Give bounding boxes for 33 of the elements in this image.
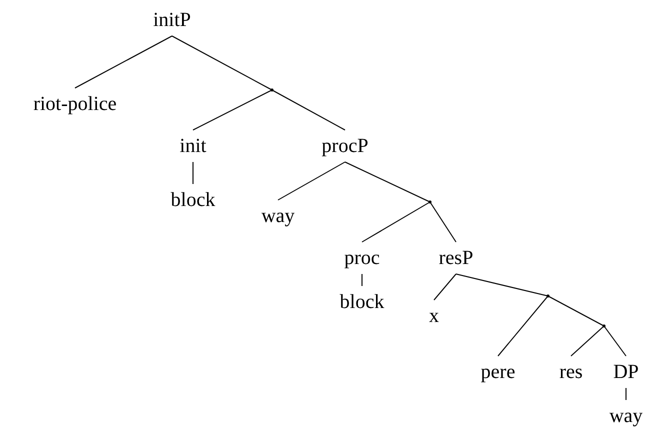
tree-branch bbox=[172, 36, 272, 90]
tree-label: DP bbox=[613, 361, 639, 383]
tree-label: block bbox=[340, 291, 384, 313]
tree-label: resP bbox=[438, 247, 474, 269]
tree-branch bbox=[362, 202, 430, 242]
branch-point bbox=[428, 200, 432, 204]
tree-branch bbox=[74, 36, 172, 88]
tree-branch bbox=[344, 162, 430, 202]
tree-branch bbox=[430, 202, 456, 242]
branch-point bbox=[602, 324, 606, 328]
tree-label: way bbox=[261, 205, 295, 227]
tree-label: proc bbox=[344, 247, 380, 269]
tree-branch bbox=[278, 162, 346, 200]
tree-branch bbox=[570, 326, 604, 356]
tree-branch bbox=[456, 274, 548, 296]
tree-branch bbox=[548, 296, 604, 326]
tree-label: init bbox=[180, 135, 206, 157]
tree-label: riot-police bbox=[33, 93, 117, 115]
tree-branch bbox=[192, 162, 194, 184]
tree-branch bbox=[434, 274, 456, 300]
tree-label: initP bbox=[153, 9, 191, 31]
branch-point bbox=[546, 294, 550, 298]
tree-branch bbox=[272, 90, 346, 130]
branch-point bbox=[270, 88, 274, 92]
tree-label: procP bbox=[322, 135, 368, 157]
tree-branch bbox=[192, 90, 272, 130]
tree-label: way bbox=[609, 405, 643, 427]
tree-label: x bbox=[429, 305, 439, 327]
tree-label: res bbox=[559, 361, 583, 383]
tree-label: block bbox=[170, 189, 216, 211]
tree-label: pere bbox=[480, 361, 516, 383]
tree-branch bbox=[498, 296, 548, 356]
tree-branch bbox=[604, 326, 626, 356]
